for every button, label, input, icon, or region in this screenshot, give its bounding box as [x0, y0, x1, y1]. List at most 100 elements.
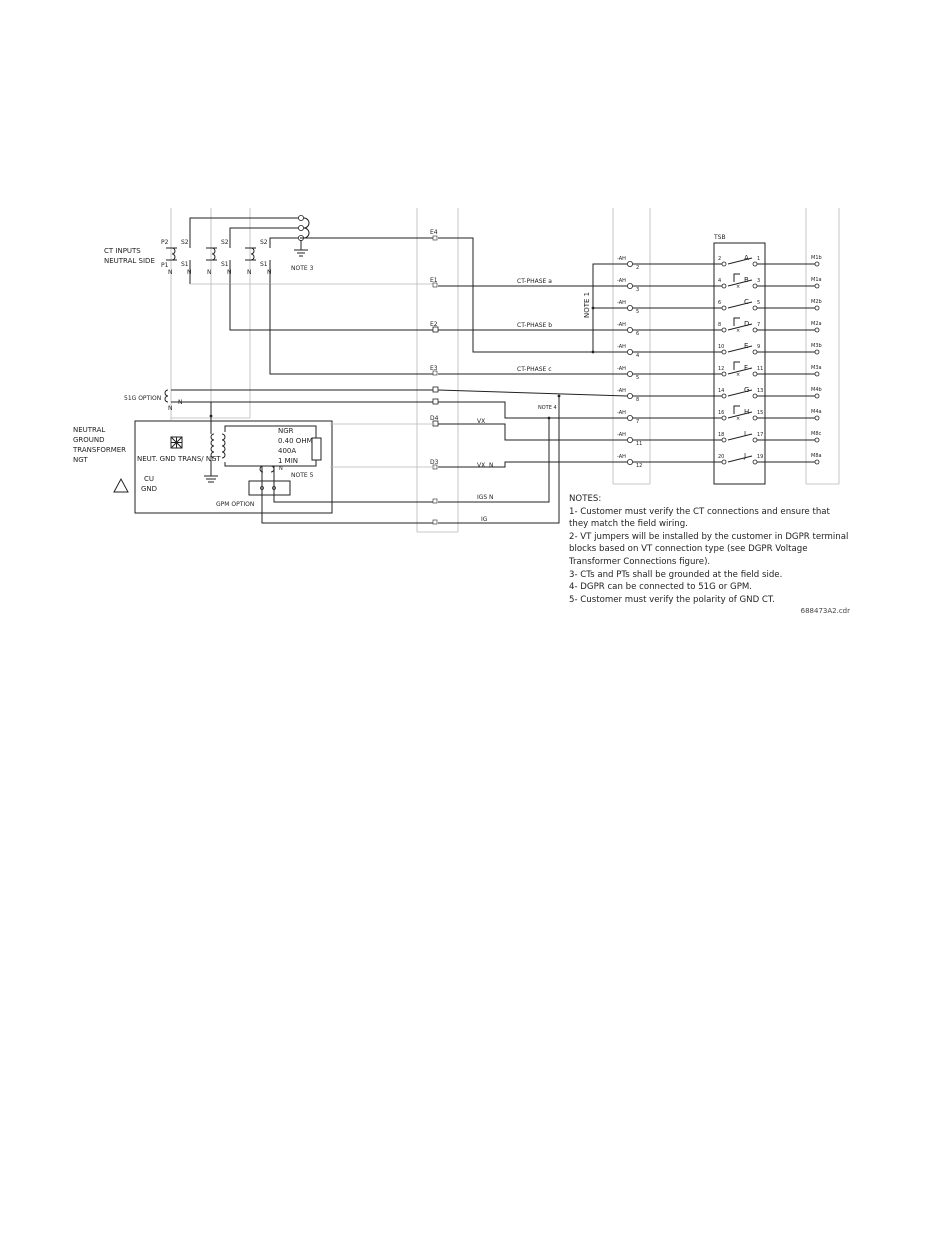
tsb-left-number: 6 — [718, 300, 721, 306]
tsb-left-terminal — [721, 393, 727, 399]
tsb-label: TSB — [713, 234, 726, 241]
note-4: 4- DGPR can be connected to 51G or GPM. — [569, 582, 753, 593]
output-terminal — [814, 437, 820, 443]
ah-label: -AH — [617, 322, 626, 328]
shorting-mark: × — [736, 372, 740, 378]
svg-text:N: N — [489, 462, 494, 469]
tsb-left-number: 12 — [718, 366, 724, 372]
tsb-left-number: 4 — [718, 278, 721, 284]
tsb-switch-blade — [727, 301, 753, 309]
note3-label: NOTE 3 — [291, 265, 314, 272]
tsb-switch-blade — [727, 367, 753, 375]
shorting-bar — [733, 317, 740, 326]
ngr-amp: 400A — [278, 447, 296, 455]
tsb-box — [713, 242, 766, 485]
tsb-switch-letter: J — [743, 452, 746, 460]
ngr-label: NGR — [278, 427, 294, 435]
d3-label: D3 — [430, 459, 439, 466]
e1-label: E1 — [430, 277, 438, 284]
ah-terminal — [627, 414, 634, 421]
tsb-right-terminal — [752, 349, 758, 355]
shorting-mark: × — [736, 328, 740, 334]
tsb-left-terminal — [721, 349, 727, 355]
tsb-right-terminal — [752, 283, 758, 289]
ah-terminal — [627, 458, 634, 465]
note-5: 5- Customer must verify the polarity of … — [569, 594, 775, 605]
shorting-bar — [733, 405, 740, 414]
svg-text:N: N — [168, 405, 173, 412]
output-label: M3a — [811, 365, 822, 371]
output-terminal — [814, 327, 820, 333]
svg-text:N: N — [227, 269, 232, 276]
output-terminal — [814, 283, 820, 289]
svg-text:N: N — [178, 399, 183, 406]
ah-number: 2 — [636, 265, 639, 271]
tsb-right-terminal — [752, 305, 758, 311]
tsb-left-terminal — [721, 305, 727, 311]
output-label: M4a — [811, 409, 822, 415]
tsb-left-number: 16 — [718, 410, 724, 416]
tsb-left-number: 2 — [718, 256, 721, 262]
tsb-right-terminal — [752, 393, 758, 399]
ah-label: -AH — [617, 366, 626, 372]
figure-id: 688473A2.cdr — [800, 607, 850, 615]
tsb-right-number: 13 — [757, 388, 763, 394]
ct-coil-3 — [250, 247, 255, 261]
svg-text:N: N — [187, 269, 192, 276]
gpm-box — [248, 480, 291, 496]
tsb-left-number: 10 — [718, 344, 724, 350]
ah-number: 8 — [636, 397, 639, 403]
tsb-switch-blade — [727, 279, 753, 287]
ah-terminal — [627, 436, 634, 443]
ct-phase-c-label: CT-PHASE c — [517, 366, 552, 373]
ah-number: 5 — [636, 375, 639, 381]
output-label: M2a — [811, 321, 822, 327]
ah-terminal — [627, 370, 634, 377]
ah-terminal — [627, 260, 634, 267]
ah-terminal — [627, 326, 634, 333]
tsb-right-number: 3 — [757, 278, 760, 284]
note-3: 3- CTs and PTs shall be grounded at the … — [569, 569, 783, 580]
output-label: M8c — [811, 431, 821, 437]
output-label: M1a — [811, 277, 822, 283]
tsb-left-terminal — [721, 261, 727, 267]
neutral-side-label: NEUTRAL SIDE — [104, 257, 155, 265]
ah-label: -AH — [617, 432, 626, 438]
ct-phase-b-label: CT-PHASE b — [517, 322, 552, 329]
tsb-switch-blade — [727, 257, 753, 265]
notes-heading: NOTES: — [569, 494, 602, 504]
tsb-block: TSB — [713, 234, 766, 485]
output-terminal — [814, 415, 820, 421]
shorting-mark: × — [736, 284, 740, 290]
tsb-left-number: 18 — [718, 432, 724, 438]
tsb-left-terminal — [721, 437, 727, 443]
p2-label: P2 — [161, 239, 169, 246]
tsb-left-number: 20 — [718, 454, 724, 460]
d4-label: D4 — [430, 415, 439, 422]
tsb-right-number: 7 — [757, 322, 760, 328]
e4-label: E4 — [430, 229, 438, 236]
tsb-right-terminal — [752, 415, 758, 421]
tsb-right-terminal — [752, 459, 758, 465]
p1-label: P1 — [161, 262, 169, 269]
ah-number: 12 — [636, 463, 642, 469]
ah-label: -AH — [617, 278, 626, 284]
s2-label-2: S2 — [221, 239, 229, 246]
51g-option-label: 51G OPTION — [124, 395, 161, 402]
tsb-right-terminal — [752, 261, 758, 267]
output-label: M1b — [811, 255, 822, 261]
ah-label: -AH — [617, 410, 626, 416]
s2-label-1: S2 — [181, 239, 189, 246]
s1-label-2: S1 — [221, 261, 229, 268]
ah-label: -AH — [617, 300, 626, 306]
tsb-switch-blade — [727, 345, 753, 353]
ah-number: 3 — [636, 287, 639, 293]
shorting-mark: × — [736, 416, 740, 422]
shorting-bar — [733, 273, 740, 282]
tsb-switch-letter: I — [744, 430, 746, 438]
ah-terminal — [627, 392, 634, 399]
note-1: 1- Customer must verify the CT connectio… — [569, 506, 830, 530]
ah-terminal — [627, 282, 634, 289]
svg-text:N: N — [247, 269, 252, 276]
